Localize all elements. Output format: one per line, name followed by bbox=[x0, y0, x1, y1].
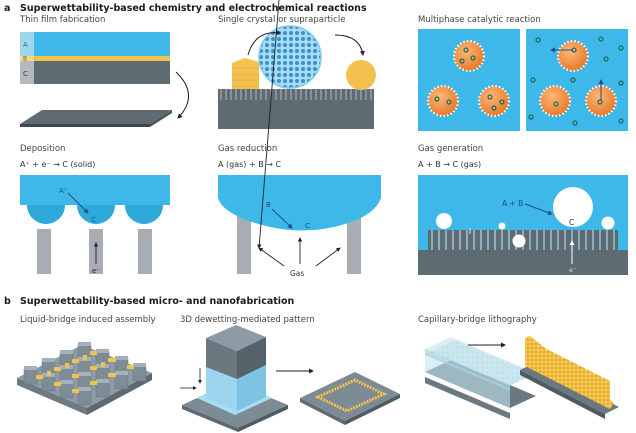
pillar-lines bbox=[220, 89, 372, 100]
single-crystal-panel bbox=[218, 25, 376, 129]
label-gas: Gas bbox=[290, 269, 304, 278]
label-c: C bbox=[91, 216, 96, 224]
support-pillar bbox=[347, 212, 361, 274]
section-a-title: Superwettability-based chemistry and ele… bbox=[20, 3, 367, 14]
multiphase-panel bbox=[418, 29, 628, 131]
label-c: C bbox=[569, 218, 574, 227]
thin-film-title: Thin film fabrication bbox=[20, 15, 106, 25]
deposition-arrow bbox=[67, 192, 89, 214]
gas-generation-equation: A + B → C (gas) bbox=[418, 160, 482, 169]
assembled-bridges bbox=[36, 351, 134, 393]
label-e: e⁻ bbox=[569, 266, 576, 274]
label-c: C bbox=[305, 222, 310, 230]
gas-reduction-equation: A (gas) + B → C bbox=[218, 160, 282, 169]
film-sheet bbox=[20, 110, 172, 124]
section-a-heading: a Superwettability-based chemistry and el… bbox=[4, 3, 367, 14]
label-b: B bbox=[266, 201, 271, 209]
stamp-block bbox=[206, 338, 237, 379]
electrode-base bbox=[418, 250, 628, 275]
layer-c-label: C bbox=[23, 70, 28, 78]
section-b-title: Superwettability-based micro- and nanofa… bbox=[20, 296, 295, 307]
dewetted-pattern bbox=[314, 378, 388, 413]
layer-c bbox=[20, 61, 170, 84]
nanoarray-gaps bbox=[431, 230, 615, 250]
pillar-array bbox=[23, 342, 147, 406]
reaction-arrow bbox=[524, 203, 553, 215]
label-ab: A + B bbox=[502, 199, 523, 208]
gas-reduction-panel: B C Gas bbox=[218, 0, 381, 278]
label-e: e⁻ bbox=[92, 267, 100, 275]
electrode-pillar bbox=[138, 229, 152, 274]
gas-bubbles bbox=[436, 187, 615, 248]
curved-arrow bbox=[175, 71, 189, 119]
dewetting-panel bbox=[180, 325, 400, 432]
thin-film-panel: A B C bbox=[20, 32, 189, 127]
section-b-heading: b Superwettability-based micro- and nanof… bbox=[4, 296, 294, 307]
single-crystal bbox=[232, 58, 259, 89]
support-pillar bbox=[237, 212, 251, 274]
electrode-pillar bbox=[37, 229, 51, 274]
arrow-2 bbox=[334, 34, 365, 56]
patterned-substrate bbox=[300, 372, 400, 421]
single-crystal-title: Single crystal or supraparticle bbox=[218, 15, 346, 25]
liquid-bridge-panel bbox=[17, 342, 152, 415]
gas-arrow bbox=[258, 247, 285, 267]
reaction-arrow bbox=[271, 208, 293, 229]
layer-a bbox=[20, 32, 170, 56]
gas-generation-panel: A + B C e⁻ bbox=[418, 175, 628, 275]
gas-arrow bbox=[315, 247, 341, 267]
section-b-letter: b bbox=[4, 296, 11, 307]
deposition-panel: A⁺ C e⁻ bbox=[20, 175, 170, 275]
multiphase-title: Multiphase catalytic reaction bbox=[418, 15, 541, 25]
supraparticle bbox=[346, 60, 376, 90]
capillary-title: Capillary-bridge lithography bbox=[418, 315, 537, 325]
catalyst-droplet bbox=[426, 84, 460, 118]
deposition-equation: A⁺ + e⁻ → C (solid) bbox=[20, 160, 96, 169]
liquid-droplet bbox=[218, 175, 381, 231]
catalyst-droplet bbox=[452, 39, 486, 73]
catalyst-droplet bbox=[556, 39, 590, 73]
catalyst-droplet bbox=[584, 84, 618, 118]
label-a-plus: A⁺ bbox=[59, 187, 68, 195]
gas-reduction-title: Gas reduction bbox=[218, 144, 278, 154]
supraparticle-droplet bbox=[259, 26, 321, 88]
gas-generation-title: Gas generation bbox=[418, 144, 484, 154]
section-a-letter: a bbox=[4, 3, 11, 14]
dewetting-title: 3D dewetting-mediated pattern bbox=[180, 315, 315, 325]
layer-a-label: A bbox=[23, 41, 28, 49]
layer-b bbox=[20, 56, 170, 61]
capillary-panel bbox=[425, 336, 619, 419]
liquid-bridge-title: Liquid-bridge induced assembly bbox=[20, 315, 156, 325]
top-stamp bbox=[425, 337, 536, 385]
catalyst-droplet bbox=[477, 84, 511, 118]
reactant-molecules bbox=[434, 36, 624, 126]
layer-b-label: B bbox=[23, 56, 27, 63]
deposition-title: Deposition bbox=[20, 144, 66, 154]
catalyst-droplet bbox=[538, 84, 572, 118]
